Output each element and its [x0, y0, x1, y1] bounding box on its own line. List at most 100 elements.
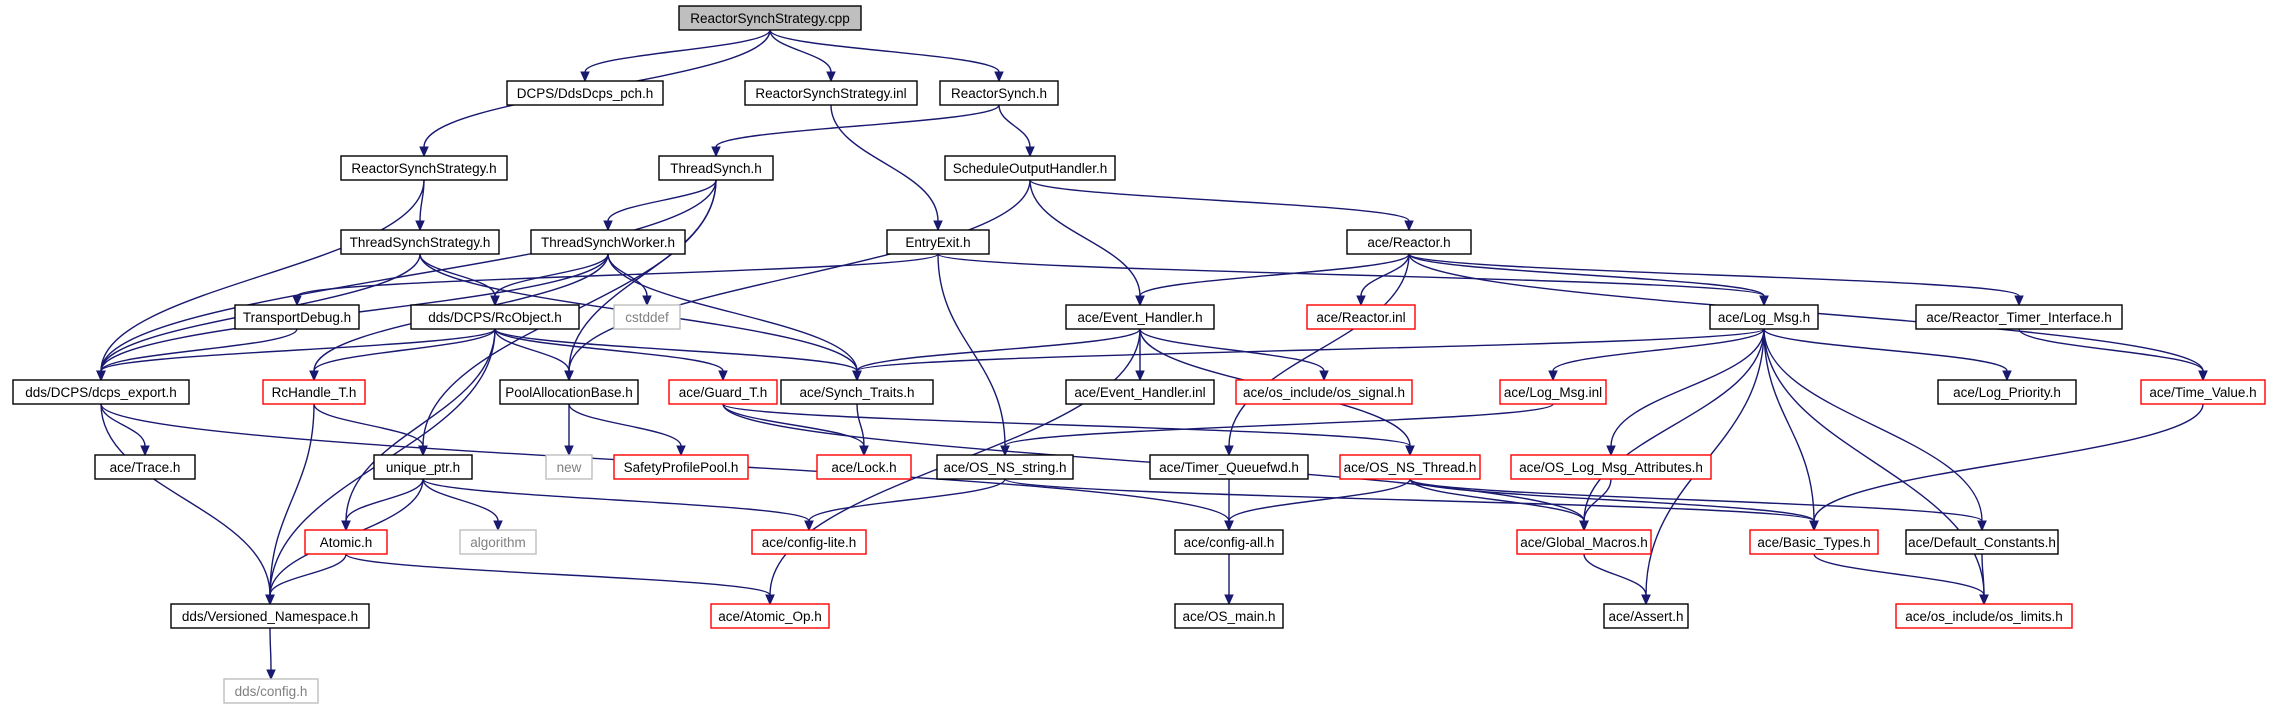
- edge-reactorsynch-h-to-scheduleoutputhandler-h: [998, 104, 1035, 158]
- node-ace-synch-traits-h[interactable]: ace/Synch_Traits.h: [780, 379, 934, 405]
- node-label: EntryExit.h: [905, 235, 970, 250]
- node-ace-timer-queuefwd-h[interactable]: ace/Timer_Queuefwd.h: [1149, 454, 1309, 480]
- node-ace-guard-t-h[interactable]: ace/Guard_T.h: [668, 379, 778, 405]
- node-ace-os-ns-string-h[interactable]: ace/OS_NS_string.h: [936, 454, 1074, 480]
- node-ace-lock-h[interactable]: ace/Lock.h: [816, 454, 912, 480]
- node-ace-os-include-os-signal-h[interactable]: ace/os_include/os_signal.h: [1235, 379, 1413, 405]
- edge-scheduleoutputhandler-h-to-ace-event-handler-h: [1029, 179, 1145, 307]
- node-ace-reactor-inl[interactable]: ace/Reactor.inl: [1306, 304, 1416, 330]
- node-ace-basic-types-h[interactable]: ace/Basic_Types.h: [1749, 529, 1879, 555]
- dependency-edges: [96, 29, 2208, 681]
- node-ace-os-ns-thread-h[interactable]: ace/OS_NS_Thread.h: [1339, 454, 1481, 480]
- node-label: dds/DCPS/dcps_export.h: [25, 385, 177, 400]
- node-rchandle-t-h[interactable]: RcHandle_T.h: [262, 379, 366, 405]
- node-safetyprofilepool-h[interactable]: SafetyProfilePool.h: [613, 454, 749, 480]
- edge-dds-dcps-rcobject-h-to-ace-guard-t-h: [494, 328, 728, 382]
- node-ace-log-priority-h[interactable]: ace/Log_Priority.h: [1937, 379, 2077, 405]
- node-dcps-ddsdcps-pch-h[interactable]: DCPS/DdsDcps_pch.h: [506, 80, 664, 106]
- node-threadsynchworker-h[interactable]: ThreadSynchWorker.h: [530, 229, 686, 255]
- node-label: ace/Timer_Queuefwd.h: [1159, 460, 1299, 475]
- node-threadsynch-h[interactable]: ThreadSynch.h: [658, 155, 774, 181]
- node-ace-atomic-op-h[interactable]: ace/Atomic_Op.h: [710, 603, 830, 629]
- node-label: new: [557, 460, 582, 475]
- node-label: ThreadSynchWorker.h: [541, 235, 675, 250]
- node-label: algorithm: [470, 535, 526, 550]
- node-reactorsynchstrategy-h[interactable]: ReactorSynchStrategy.h: [340, 155, 508, 181]
- edge-ace-log-msg-h-to-ace-log-msg-inl: [1548, 328, 1765, 382]
- node-ace-time-value-h[interactable]: ace/Time_Value.h: [2140, 379, 2266, 405]
- edge-reactorsynchstrategy-cpp-to-reactorsynch-h: [769, 29, 1004, 83]
- node-label: ReactorSynchStrategy.cpp: [690, 11, 850, 26]
- node-label: ace/Guard_T.h: [679, 385, 768, 400]
- node-ace-os-log-msg-attributes-h[interactable]: ace/OS_Log_Msg_Attributes.h: [1510, 454, 1712, 480]
- node-label: ace/Log_Msg.inl: [1504, 385, 1602, 400]
- node-ace-log-msg-h[interactable]: ace/Log_Msg.h: [1709, 304, 1819, 330]
- node-ace-reactor-timer-interface-h[interactable]: ace/Reactor_Timer_Interface.h: [1915, 304, 2123, 330]
- edge-ace-log-msg-inl-to-ace-os-ns-string-h: [1000, 403, 1554, 457]
- node-dds-versioned-namespace-h[interactable]: dds/Versioned_Namespace.h: [170, 603, 370, 629]
- node-label: ace/OS_Log_Msg_Attributes.h: [1519, 460, 1703, 475]
- node-ace-trace-h[interactable]: ace/Trace.h: [94, 454, 196, 480]
- edge-dds-dcps-dcps-export-h-to-ace-trace-h: [100, 403, 150, 457]
- node-ace-event-handler-h[interactable]: ace/Event_Handler.h: [1065, 304, 1215, 330]
- node-threadsynchstrategy-h[interactable]: ThreadSynchStrategy.h: [340, 229, 500, 255]
- edge-reactorsynchstrategy-h-to-dds-dcps-dcps-export-h: [96, 179, 425, 382]
- node-transportdebug-h[interactable]: TransportDebug.h: [234, 304, 360, 330]
- node-label: ace/Basic_Types.h: [1757, 535, 1870, 550]
- node-label: ace/Assert.h: [1608, 609, 1683, 624]
- node-label: unique_ptr.h: [386, 460, 460, 475]
- edge-dds-dcps-rcobject-h-to-dds-dcps-dcps-export-h: [96, 328, 496, 382]
- edge-ace-log-msg-h-to-ace-log-priority-h: [1763, 328, 2012, 382]
- node-ace-assert-h[interactable]: ace/Assert.h: [1603, 603, 1689, 629]
- edge-ace-global-macros-h-to-ace-assert-h: [1583, 553, 1651, 606]
- node-ace-os-include-os-limits-h[interactable]: ace/os_include/os_limits.h: [1895, 603, 2073, 629]
- edge-ace-log-msg-h-to-ace-synch-traits-h: [852, 328, 1765, 382]
- edge-poolallocationbase-h-to-safetyprofilepool-h: [568, 403, 686, 457]
- node-label: ace/OS_NS_Thread.h: [1344, 460, 1477, 475]
- node-unique-ptr-h[interactable]: unique_ptr.h: [373, 454, 473, 480]
- node-ace-config-all-h[interactable]: ace/config-all.h: [1174, 529, 1284, 555]
- node-reactorsynchstrategy-inl[interactable]: ReactorSynchStrategy.inl: [744, 80, 918, 106]
- edge-ace-os-ns-thread-h-to-ace-default-constants-h: [1409, 478, 1987, 532]
- edge-ace-log-msg-h-to-ace-os-log-msg-attributes-h: [1606, 328, 1765, 457]
- file-nodes: ReactorSynchStrategy.cppDCPS/DdsDcps_pch…: [12, 5, 2266, 704]
- node-entryexit-h[interactable]: EntryExit.h: [886, 229, 990, 255]
- edge-ace-guard-t-h-to-ace-os-ns-thread-h: [722, 403, 1415, 457]
- node-dds-dcps-dcps-export-h[interactable]: dds/DCPS/dcps_export.h: [12, 379, 190, 405]
- edge-atomic-h-to-dds-versioned-namespace-h: [265, 553, 347, 606]
- node-label: ace/OS_NS_string.h: [943, 460, 1066, 475]
- edge-dds-dcps-rcobject-h-to-poolallocationbase-h: [494, 328, 574, 382]
- node-label: dds/Versioned_Namespace.h: [182, 609, 358, 624]
- node-poolallocationbase-h[interactable]: PoolAllocationBase.h: [499, 379, 639, 405]
- node-ace-reactor-h[interactable]: ace/Reactor.h: [1346, 229, 1472, 255]
- node-ace-os-main-h[interactable]: ace/OS_main.h: [1174, 603, 1284, 629]
- node-label: ace/Reactor.inl: [1316, 310, 1405, 325]
- node-ace-event-handler-inl[interactable]: ace/Event_Handler.inl: [1065, 379, 1215, 405]
- edge-threadsynchworker-h-to-dds-dcps-rcobject-h: [490, 253, 609, 307]
- edge-reactorsynchstrategy-cpp-to-dcps-ddsdcps-pch-h: [580, 29, 771, 83]
- node-label: ace/Reactor.h: [1367, 235, 1450, 250]
- edge-ace-os-ns-thread-h-to-ace-basic-types-h: [1409, 478, 1819, 532]
- node-ace-log-msg-inl[interactable]: ace/Log_Msg.inl: [1499, 379, 1607, 405]
- node-atomic-h[interactable]: Atomic.h: [304, 529, 388, 555]
- edge-ace-default-constants-h-to-ace-os-include-os-limits-h: [1979, 553, 1989, 606]
- node-scheduleoutputhandler-h[interactable]: ScheduleOutputHandler.h: [944, 155, 1116, 181]
- node-label: ace/os_include/os_signal.h: [1243, 385, 1405, 400]
- edge-dds-dcps-rcobject-h-to-rchandle-t-h: [309, 328, 496, 382]
- node-label: PoolAllocationBase.h: [505, 385, 633, 400]
- node-label: DCPS/DdsDcps_pch.h: [517, 86, 654, 101]
- node-ace-default-constants-h[interactable]: ace/Default_Constants.h: [1905, 529, 2059, 555]
- node-dds-dcps-rcobject-h[interactable]: dds/DCPS/RcObject.h: [410, 304, 580, 330]
- edge-ace-guard-t-h-to-ace-lock-h: [722, 403, 869, 457]
- node-label: ace/Global_Macros.h: [1520, 535, 1648, 550]
- node-label: SafetyProfilePool.h: [624, 460, 739, 475]
- node-label: ScheduleOutputHandler.h: [953, 161, 1108, 176]
- node-ace-global-macros-h[interactable]: ace/Global_Macros.h: [1516, 529, 1652, 555]
- edge-ace-reactor-h-to-ace-event-handler-h: [1135, 253, 1410, 307]
- node-reactorsynchstrategy-cpp[interactable]: ReactorSynchStrategy.cpp: [678, 5, 862, 31]
- node-ace-config-lite-h[interactable]: ace/config-lite.h: [751, 529, 867, 555]
- node-reactorsynch-h[interactable]: ReactorSynch.h: [939, 80, 1059, 106]
- node-label: ReactorSynchStrategy.h: [351, 161, 496, 176]
- edge-dds-versioned-namespace-h-to-dds-config-h: [266, 627, 276, 681]
- edge-unique-ptr-h-to-algorithm: [422, 478, 503, 532]
